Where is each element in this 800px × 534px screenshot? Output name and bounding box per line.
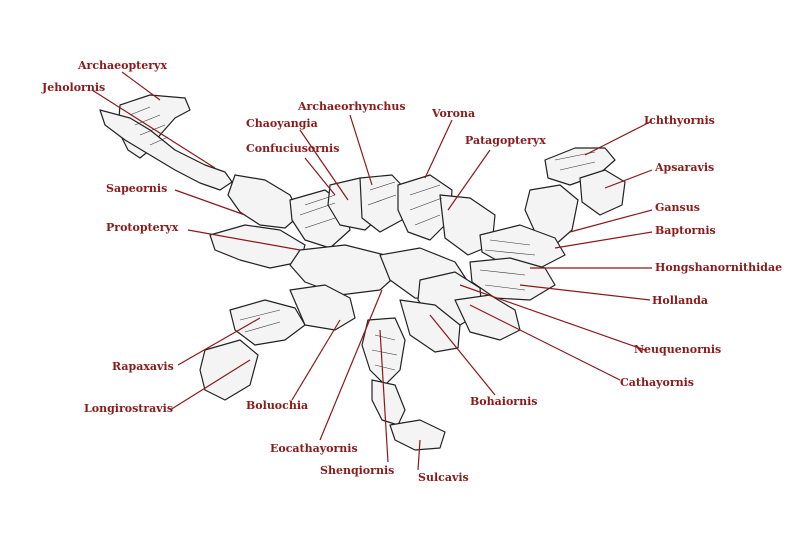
longirostravis-bird [199,339,259,401]
leader-gansus [569,209,653,233]
center-bird-a [289,244,401,296]
leader-longirostravis [169,359,251,411]
leader-archaeopteryx [121,71,161,101]
label-vorona: Vorona [432,107,476,120]
leader-bohaiornis [429,314,496,396]
leader-vorona [424,119,453,179]
label-eocathayornis: Eocathayornis [270,442,358,455]
bohaiornis-bird [399,299,461,353]
label-gansus: Gansus [655,201,700,214]
boluochia-bird [289,284,356,331]
label-archaeorhynchus: Archaeorhynchus [298,100,406,113]
shenqiornis-bird [371,379,406,426]
apsaravis-bird [579,169,626,216]
protopteryx-bird [209,224,306,269]
label-cathayornis: Cathayornis [620,376,694,389]
leader-shenqiornis [379,329,389,463]
leader-neuquenornis [459,284,646,351]
label-patagopteryx: Patagopteryx [465,134,546,147]
label-longirostravis: Longirostravis [84,402,174,415]
label-rapaxavis: Rapaxavis [112,360,174,373]
leader-eocathayornis [319,289,383,441]
leader-chaoyangia [299,129,349,201]
sulcavis-bird [389,419,446,451]
label-archaeopteryx: Archaeopteryx [78,59,168,72]
leader-baptornis [554,231,653,249]
ichthyornis-bird [544,147,616,186]
leader-patagopteryx [447,149,491,211]
leader-jeholornis [91,89,216,169]
label-hongshanornithidae: Hongshanornithidae [655,261,783,274]
jeholornis-bird [99,109,233,191]
leader-archaeorhynchus [349,114,373,186]
label-neuquenornis: Neuquenornis [634,343,722,356]
leader-confuciusornis [304,157,336,196]
leader-boluochia [291,319,341,401]
leader-rapaxavis [177,317,261,366]
label-hollanda: Hollanda [652,294,709,307]
leader-sulcavis [417,439,421,471]
gansus-bird [524,184,579,246]
sapeornis-bird [227,174,301,229]
label-baptornis: Baptornis [655,224,716,237]
label-protopteryx: Protopteryx [106,221,179,234]
label-sulcavis: Sulcavis [418,471,469,484]
leader-lines [91,71,653,471]
rapaxavis-bird [229,299,306,346]
label-apsaravis: Apsaravis [655,161,715,174]
leader-sapeornis [174,189,246,216]
label-jeholornis: Jeholornis [42,81,106,94]
label-boluochia: Boluochia [246,399,309,412]
vorona-bird [397,174,453,241]
leader-cathayornis [469,304,621,381]
leader-apsaravis [604,169,653,189]
leader-protopteryx [187,229,301,251]
label-confuciusornis: Confuciusornis [246,142,340,155]
label-chaoyangia: Chaoyangia [246,117,318,130]
leader-ichthyornis [584,121,651,156]
eocathayornis-bird [361,317,406,386]
leader-hollanda [519,284,651,301]
label-bohaiornis: Bohaiornis [470,395,538,408]
baptornis-bird [479,224,566,269]
label-sapeornis: Sapeornis [106,182,168,195]
cathayornis-bird [454,294,521,341]
label-shenqiornis: Shenqiornis [320,464,395,477]
label-ichthyornis: Ichthyornis [644,114,715,127]
